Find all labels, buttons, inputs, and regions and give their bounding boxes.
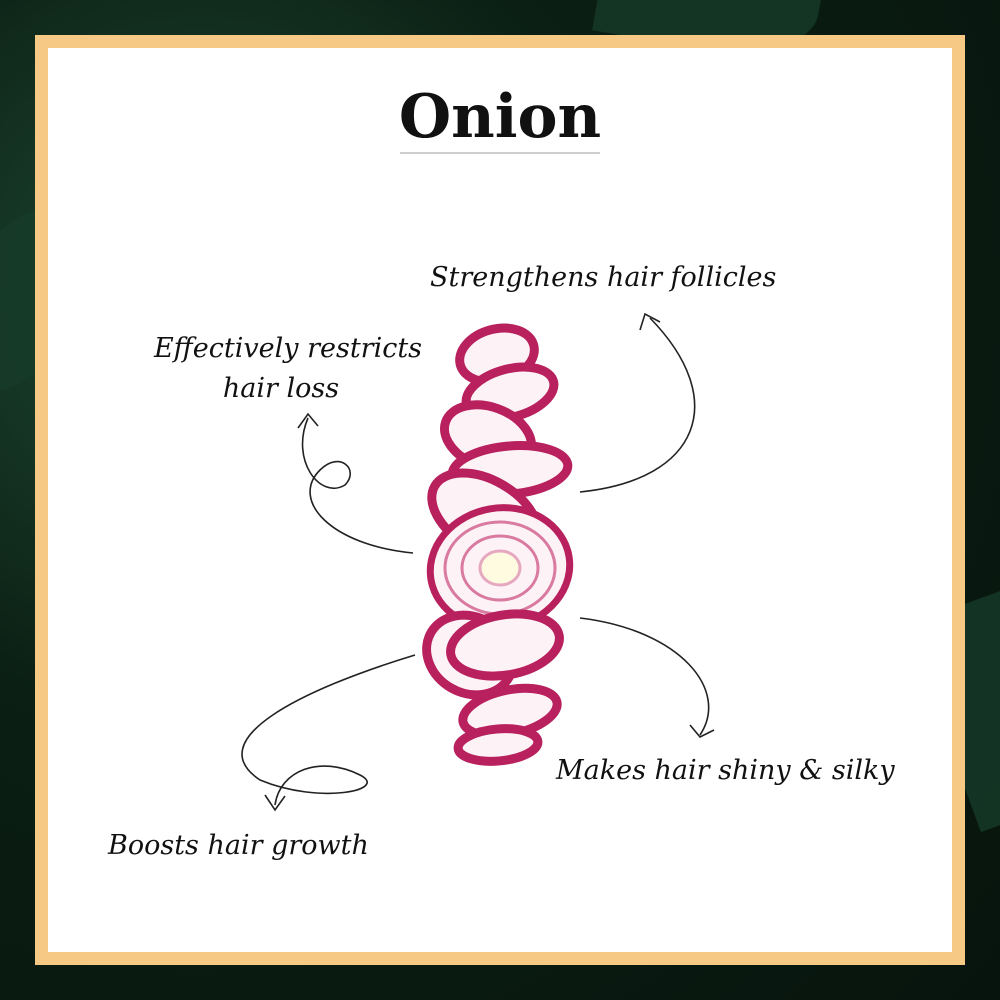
- onion-ring: [460, 534, 540, 602]
- benefit-boosts-growth: Boosts hair growth: [108, 830, 369, 861]
- benefit-line: Effectively restricts: [153, 333, 423, 364]
- arrow-to-follicles: [579, 317, 696, 493]
- onion-ring: [478, 549, 522, 587]
- arrow-to-shiny: [579, 617, 710, 736]
- arrows: [241, 312, 715, 812]
- arrow-to-growth: [241, 654, 416, 806]
- benefit-shiny-silky: Makes hair shiny & silky: [556, 755, 895, 786]
- benefit-strengthens-follicles: Strengthens hair follicles: [430, 262, 777, 293]
- page-title: Onion: [398, 82, 602, 152]
- arrow-head: [689, 724, 715, 738]
- arrow-head: [297, 412, 319, 429]
- arrow-to-hair-loss: [301, 417, 414, 554]
- onion-ring: [453, 724, 543, 766]
- benefit-restricts-hair-loss: Effectively restricts hair loss: [138, 329, 438, 409]
- arrow-head: [264, 794, 286, 812]
- onion-ring: [446, 609, 564, 681]
- arrow-head: [639, 312, 661, 331]
- benefit-line: hair loss: [222, 373, 340, 404]
- title-underline: [400, 152, 600, 154]
